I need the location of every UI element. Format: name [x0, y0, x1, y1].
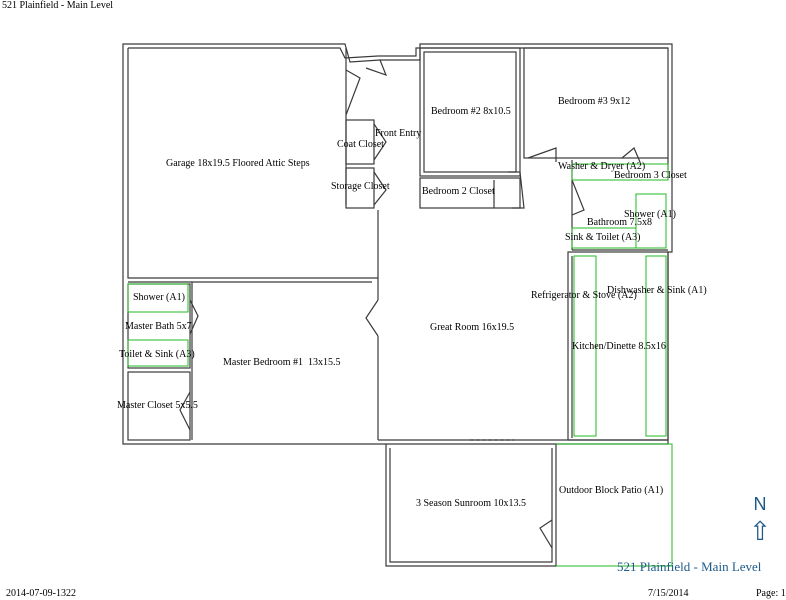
bedroom3-door	[527, 147, 557, 162]
bedroom3-wall	[523, 47, 669, 159]
north-arrow-icon: ⇧	[749, 517, 771, 547]
master-closet-door	[179, 391, 191, 431]
garage-label: Garage 18x19.5 Floored Attic Steps	[166, 158, 310, 169]
bath-shower-fixture	[635, 193, 667, 249]
coat-closet-door	[373, 123, 387, 161]
footer-page: Page: 1	[756, 588, 786, 599]
bedroom3-closet-label: Bedroom 3 Closet	[614, 170, 687, 181]
garage-door-swing	[345, 69, 361, 116]
storage-closet-wall	[345, 167, 375, 209]
front-entry-label: Front Entry	[375, 128, 421, 139]
sunroom-label: 3 Season Sunroom 10x13.5	[416, 498, 526, 509]
storage-closet-door	[373, 171, 387, 206]
kitchen-label: Kitchen/Dinette 8.5x16	[572, 341, 666, 352]
master-closet-label: Master Closet 5x5.5	[117, 400, 198, 411]
master-shower-fixture	[127, 283, 189, 313]
master-closet-wall	[127, 371, 191, 441]
master-bedroom-label: Master Bedroom #1 13x15.5	[223, 357, 341, 368]
sink-toilet-fixture	[571, 227, 637, 249]
washer-dryer-fixture	[571, 163, 669, 181]
storage-closet-label: Storage Closet	[331, 181, 390, 192]
master-bath-label: Master Bath 5x7	[125, 321, 192, 332]
compass-letter: N	[754, 494, 767, 514]
dishwasher-sink-label: Dishwasher & Sink (A1)	[607, 285, 707, 296]
bathroom-label: Bathroom 7.5x8	[587, 217, 652, 228]
toilet-sink-label: Toilet & Sink (A3)	[119, 349, 195, 360]
bedroom3-label: Bedroom #3 9x12	[558, 96, 630, 107]
footer-date: 7/15/2014	[648, 588, 689, 599]
bath-shower-label: Shower (A1)	[624, 209, 676, 220]
sunroom-wall-inner	[389, 448, 553, 563]
bedroom2-door	[508, 171, 525, 209]
bedroom2-wall	[419, 47, 521, 177]
room-labels: Garage 18x19.5 Floored Attic Steps Bedro…	[117, 96, 707, 509]
bedroom2-closet-wall	[419, 177, 521, 209]
sink-toilet-label: Sink & Toilet (A3)	[565, 232, 641, 243]
footer-id: 2014-07-09-1322	[6, 588, 76, 599]
master-bedroom-door	[365, 299, 379, 337]
bedroom2-wall-inner	[423, 51, 517, 173]
master-bath-door	[189, 299, 199, 335]
outer-wall-inner	[128, 47, 668, 59]
sunroom-wall	[385, 444, 557, 567]
header-title: 521 Plainfield - Main Level	[2, 0, 113, 11]
master-shower-label: Shower (A1)	[133, 292, 185, 303]
bedroom2-label: Bedroom #2 8x10.5	[431, 106, 511, 117]
patio-label: Outdoor Block Patio (A1)	[559, 485, 663, 496]
patio-outline	[556, 443, 673, 567]
front-entry-door	[365, 59, 388, 77]
refrigerator-stove-label: Refrigerator & Stove (A2)	[531, 290, 637, 301]
sunroom-door	[539, 519, 553, 549]
garage-wall	[127, 48, 379, 279]
dishwasher-sink-fixture	[645, 255, 667, 437]
washer-dryer-label: Washer & Dryer (A2)	[558, 161, 645, 172]
fixtures	[127, 163, 673, 567]
bedroom3-closet-door	[621, 147, 641, 163]
bathroom-door	[571, 179, 585, 216]
bedroom2-closet-label: Bedroom 2 Closet	[422, 186, 495, 197]
master-toilet-sink-fixture	[127, 339, 189, 367]
great-room-label: Great Room 16x19.5	[430, 322, 514, 333]
walls	[122, 43, 673, 567]
coat-closet-label: Coat Closet	[337, 139, 384, 150]
plan-caption: 521 Plainfield - Main Level	[617, 559, 762, 574]
compass: N ⇧	[749, 494, 771, 547]
coat-closet-wall	[345, 119, 375, 165]
